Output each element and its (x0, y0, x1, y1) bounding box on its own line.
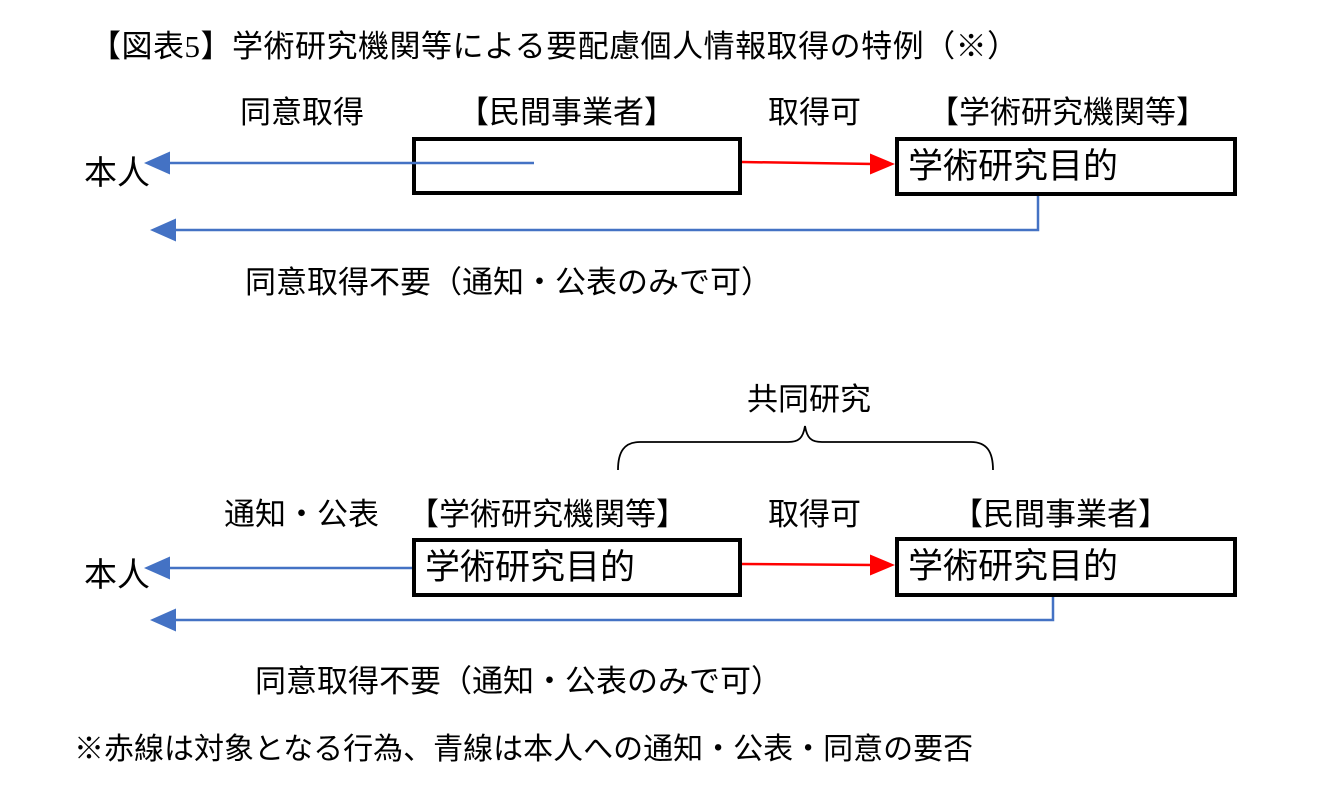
bottom-person-label: 本人 (84, 556, 150, 593)
top-person-label: 本人 (84, 154, 150, 191)
top-no-consent-note: 同意取得不要（通知・公表のみで可） (245, 265, 772, 300)
top-academic-institution-box: 学術研究目的 (895, 137, 1237, 196)
page-title: 【図表5】学術研究機関等による要配慮個人情報取得の特例（※） (90, 29, 1019, 64)
top-private-business-label: 【民間事業者】 (458, 95, 675, 130)
bottom-private-business-box: 学術研究目的 (895, 537, 1237, 597)
top-red-acquire-arrowhead (870, 153, 895, 175)
bottom-private-business-label: 【民間事業者】 (952, 497, 1169, 532)
top-private-business-box (412, 137, 742, 195)
bottom-red-acquire-arrowhead (870, 554, 895, 576)
top-red-acquire-line (741, 160, 875, 166)
bottom-academic-institution-label: 【学術研究機関等】 (408, 497, 687, 532)
bottom-academic-institution-box: 学術研究目的 (412, 538, 742, 597)
bottom-no-consent-note: 同意取得不要（通知・公表のみで可） (255, 664, 782, 699)
top-academic-institution-label: 【学術研究機関等】 (928, 95, 1207, 130)
bottom-notice-publish-label: 通知・公表 (224, 497, 379, 532)
top-blue-elbow-arrowhead (150, 218, 176, 242)
footnote: ※赤線は対象となる行為、青線は本人への通知・公表・同意の要否 (74, 733, 974, 766)
joint-research-brace (617, 425, 994, 471)
bottom-red-acquire-line (741, 562, 875, 567)
joint-research-label: 共同研究 (747, 382, 871, 417)
top-acquirable-label: 取得可 (768, 95, 861, 130)
top-blue-elbow-line (172, 196, 1040, 232)
top-consent-label: 同意取得 (240, 95, 364, 130)
bottom-blue-elbow-line (172, 597, 1055, 622)
bottom-acquirable-label: 取得可 (768, 497, 861, 532)
bottom-blue-elbow-arrowhead (150, 608, 176, 632)
